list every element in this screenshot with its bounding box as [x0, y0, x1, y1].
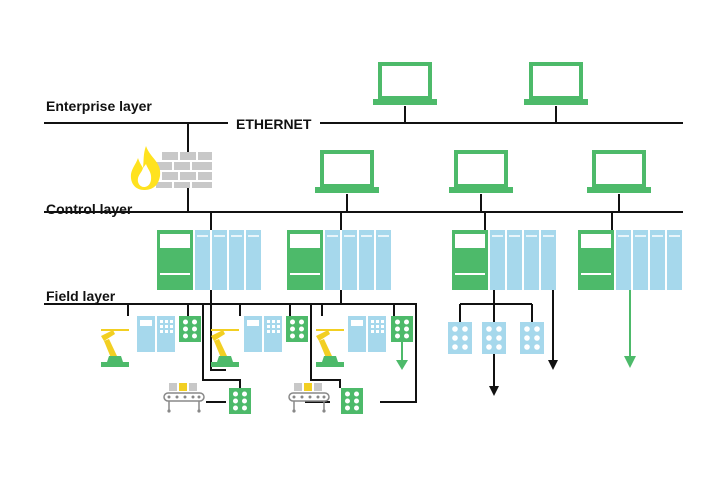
- plc-rack-icon: [287, 230, 392, 290]
- robot-arm-icon: [100, 329, 130, 368]
- workstation-icon: [314, 150, 380, 195]
- io-module-icon: [391, 316, 413, 342]
- enterprise-layer-label: Enterprise layer: [46, 98, 152, 114]
- field-layer-label: Field layer: [46, 288, 116, 304]
- robot-arm-icon: [315, 329, 345, 368]
- io-module-icon: [229, 388, 251, 414]
- io-module-icon: [341, 388, 363, 414]
- workstation-icon: [586, 150, 652, 195]
- io-module-icon: [520, 322, 544, 354]
- workstation-icon: [448, 150, 514, 195]
- plc-rack-icon: [452, 230, 557, 290]
- drive-cabinet-icon: [348, 316, 386, 352]
- workstation-icon: [523, 62, 589, 107]
- plc-rack-icon: [157, 230, 262, 290]
- workstation-icon: [372, 62, 438, 107]
- io-module-icon: [286, 316, 308, 342]
- io-module-icon: [482, 322, 506, 354]
- conveyor-belt-icon: [288, 383, 330, 413]
- ethernet-label: ETHERNET: [236, 116, 312, 132]
- plc-rack-icon: [578, 230, 683, 290]
- firewall-icon: [130, 146, 212, 190]
- conveyor-belt-icon: [163, 383, 205, 413]
- io-module-icon: [448, 322, 472, 354]
- io-module-icon: [179, 316, 201, 342]
- drive-cabinet-icon: [137, 316, 175, 352]
- drive-cabinet-icon: [244, 316, 282, 352]
- robot-arm-icon: [210, 329, 240, 368]
